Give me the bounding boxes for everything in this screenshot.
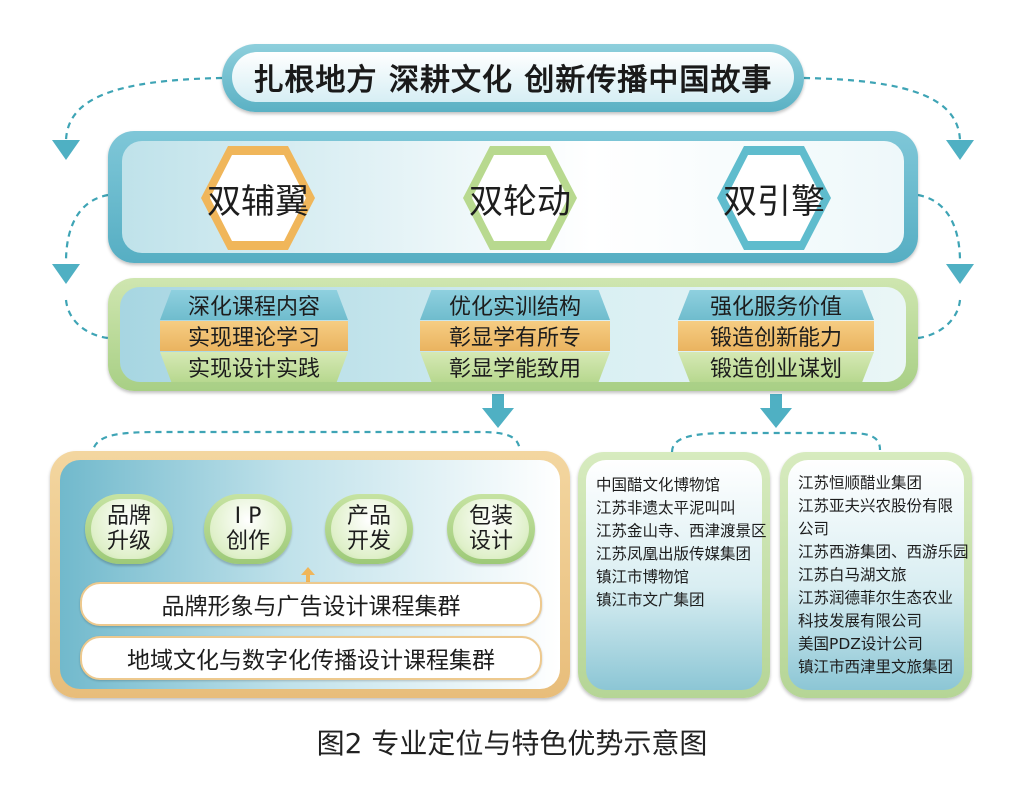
hexagon-shwing-icon [201,146,315,250]
partner-line: 镇江市文广集团 [596,591,705,609]
tab-group3-line2: 锻造创新能力 [678,321,874,351]
partner-card-enterprise-panel: 江苏恒顺醋业集团 江苏亚夫兴农股份有限 公司 江苏西游集团、西游乐园 江苏白马湖… [788,460,969,690]
pill-product-dev: 产品开发 [325,494,413,564]
partner-card-culture-panel: 中国醋文化博物馆 江苏非遗太平泥叫叫 江苏金山寺、西津渡景区 江苏凤凰出版传媒集… [586,460,767,690]
pill-product-dev-label: 产品开发 [331,499,407,559]
figure-caption: 图2 专业定位与特色优势示意图 [316,727,708,760]
pill-package-design: 包装设计 [447,494,535,564]
dashed-curve-left-mid [64,193,109,263]
tab-group1-line3: 实现设计实践 [160,352,348,382]
partner-line: 江苏西游集团、西游乐园 [798,543,969,561]
partner-line: 江苏凤凰出版传媒集团 [596,545,752,563]
hexagon-wheel-icon [463,146,577,250]
bar-brand-ad-cluster: 品牌形象与广告设计课程集群 [80,582,542,626]
pill-brand-upgrade: 品牌升级 [85,494,173,564]
hex-label-shuanglundong: 双轮动 [469,181,571,222]
partner-line: 江苏亚夫兴农股份有限 [798,497,954,515]
partner-line: 江苏白马湖文旅 [798,566,907,584]
partner-line: 江苏非遗太平泥叫叫 [596,499,736,517]
hex-label-shuangyinqing: 双引擎 [723,181,825,222]
partner-line: 美国PDZ设计公司 [798,635,923,653]
tab-group3-line1: 强化服务价值 [678,290,874,320]
dashed-curve-right-mid [917,193,962,263]
arrow-down-left-1 [52,140,80,160]
arrow-down-left-2 [52,264,80,284]
dashed-curve-left-low [64,299,109,340]
hexagon-engine-icon [717,146,831,250]
partner-line: 镇江市博物馆 [596,568,690,586]
bar-regional-digital-cluster: 地域文化与数字化传播设计课程集群 [80,636,542,680]
partner-line: 镇江市西津里文旅集团 [798,658,954,676]
partner-line: 科技发展有限公司 [798,612,923,630]
pill-brand-upgrade-label: 品牌升级 [91,499,167,559]
partner-line: 江苏恒顺醋业集团 [798,474,923,492]
tab-group3-line3: 锻造创业谋划 [678,352,874,382]
dashed-curve-right-low [917,299,962,340]
partner-line: 中国醋文化博物馆 [596,476,721,494]
tab-group1-line2: 实现理论学习 [160,321,348,351]
small-up-arrow-icon [301,567,315,582]
dashed-bracket-left [90,430,522,459]
main-title: 扎根地方 深耕文化 创新传播中国故事 [232,52,794,102]
arrow-down-right-1 [946,140,974,160]
tab-group2-line2: 彰显学有所专 [420,321,610,351]
pill-package-design-label: 包装设计 [453,499,529,559]
partner-line: 江苏金山寺、西津渡景区 [596,522,767,540]
arrow-down-center-left [482,394,514,428]
dashed-curve-left-top [64,76,223,141]
dashed-curve-right-top [803,76,962,141]
tab-group2-line3: 彰显学能致用 [420,352,610,382]
arrow-down-center-right [760,394,792,428]
dashed-bracket-right [670,431,882,453]
tab-group1-line1: 深化课程内容 [160,290,348,320]
partner-line: 江苏润德菲尔生态农业 [798,589,954,607]
tab-group2-line1: 优化实训结构 [420,290,610,320]
partner-line: 公司 [798,520,830,538]
arrow-down-right-2 [946,264,974,284]
hex-label-shuangfuyi: 双辅翼 [207,181,309,222]
